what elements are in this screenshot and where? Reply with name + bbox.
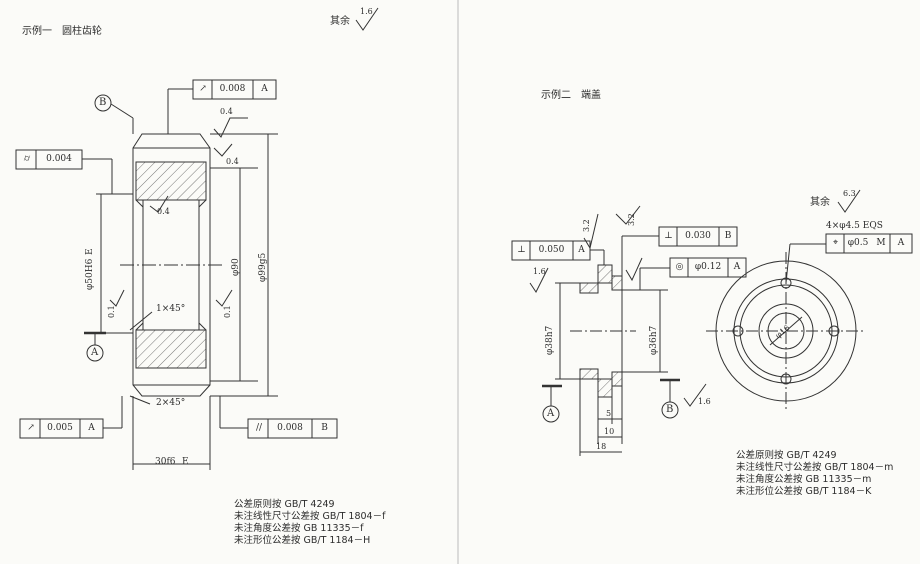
fcf-pos-datum: A	[897, 238, 905, 248]
rest-value-right: 6.3	[843, 189, 856, 198]
rough-side-right: 0.1	[223, 305, 232, 318]
cylindricity-icon: ⌭	[23, 154, 31, 164]
rough-side-left: 0.1	[107, 305, 116, 318]
fcf-perp-left-datum: A	[578, 245, 585, 255]
note-right-1: 公差原则按 GB/T 4249	[736, 450, 837, 461]
rough-c: 1.6	[533, 267, 546, 276]
cap-section-view	[570, 264, 636, 398]
dim-10: 10	[604, 427, 615, 436]
gear-dimensions	[15, 7, 379, 470]
fcf-pos-modifier: M	[876, 238, 886, 248]
rough-a: 3.2	[582, 219, 591, 232]
datum-b-right: B	[666, 404, 674, 415]
rest-label-right: 其余	[810, 197, 830, 208]
fcf-left-value: 0.004	[46, 154, 72, 164]
fcf-bl-datum: A	[88, 423, 95, 433]
note-left-3: 未注角度公差按 GB 11335－f	[234, 523, 364, 534]
fcf-pos-value: φ0.5	[847, 238, 869, 248]
datum-a-label: A	[91, 347, 99, 358]
cap-dimensions	[511, 189, 913, 456]
datum-a-right: A	[547, 408, 555, 419]
datum-b-label: B	[99, 97, 107, 108]
note-right-4: 未注形位公差按 GB/T 1184－K	[736, 486, 872, 497]
dim-width: 30f6	[155, 457, 176, 467]
dim-d99: φ99g5	[258, 252, 268, 282]
note-right-3: 未注角度公差按 GB 11335－m	[736, 474, 872, 485]
dim-d36: φ36h7	[649, 325, 659, 355]
fcf-perp-left-value: 0.050	[538, 245, 565, 255]
dim-bore: φ50H6	[85, 258, 95, 290]
runout-icon-2: ↗	[27, 423, 35, 433]
note-left-2: 未注线性尺寸公差按 GB/T 1804－f	[234, 511, 386, 522]
note-left-1: 公差原则按 GB/T 4249	[234, 499, 335, 510]
rough-d: 1.6	[698, 397, 711, 406]
rest-value-left: 1.6	[360, 7, 373, 16]
example1-title: 示例一 圆柱齿轮	[22, 26, 102, 37]
rest-label-left: 其余	[330, 16, 350, 27]
fcf-coax-datum: A	[733, 262, 741, 272]
rough-bore: 0.4	[157, 207, 170, 216]
runout-icon: ↗	[199, 84, 207, 94]
chamfer-outer: 2×45°	[156, 398, 186, 408]
fcf-coax-value: φ0.12	[694, 262, 722, 272]
cap-front-view	[706, 252, 866, 410]
dim-d90: φ90	[231, 258, 241, 276]
fcf-bl-value: 0.005	[47, 423, 73, 433]
rough-b: 3.2	[627, 213, 636, 226]
dim-d38: φ38h7	[545, 325, 555, 355]
dim-5: 5	[606, 409, 612, 418]
gear-section-view	[120, 133, 225, 397]
fcf-br-datum: B	[321, 423, 328, 433]
chamfer-inner: 1×45°	[156, 304, 186, 314]
coaxiality-icon: ◎	[675, 262, 684, 272]
dim-18: 18	[596, 442, 607, 451]
fcf-perp-top-datum: B	[724, 231, 732, 241]
dim-bore-envelope: E	[85, 248, 95, 255]
note-right-2: 未注线性尺寸公差按 GB/T 1804－m	[736, 462, 894, 473]
rough-right: 0.4	[226, 157, 239, 166]
perpendicularity-icon: ⊥	[517, 245, 526, 255]
position-icon: ⌖	[832, 238, 839, 248]
fcf-top-value: 0.008	[219, 84, 246, 94]
holes-label: 4×φ4.5 EQS	[826, 221, 883, 231]
parallelism-icon: //	[255, 423, 263, 433]
perpendicularity-icon-2: ⊥	[664, 231, 673, 241]
dim-width-envelope: E	[182, 457, 189, 467]
note-left-4: 未注形位公差按 GB/T 1184－H	[234, 535, 371, 546]
fcf-br-value: 0.008	[277, 423, 303, 433]
fcf-top-datum: A	[261, 84, 268, 94]
example2-title: 示例二 端盖	[541, 90, 601, 101]
rough-top: 0.4	[220, 107, 233, 116]
fcf-perp-top-value: 0.030	[685, 231, 711, 241]
